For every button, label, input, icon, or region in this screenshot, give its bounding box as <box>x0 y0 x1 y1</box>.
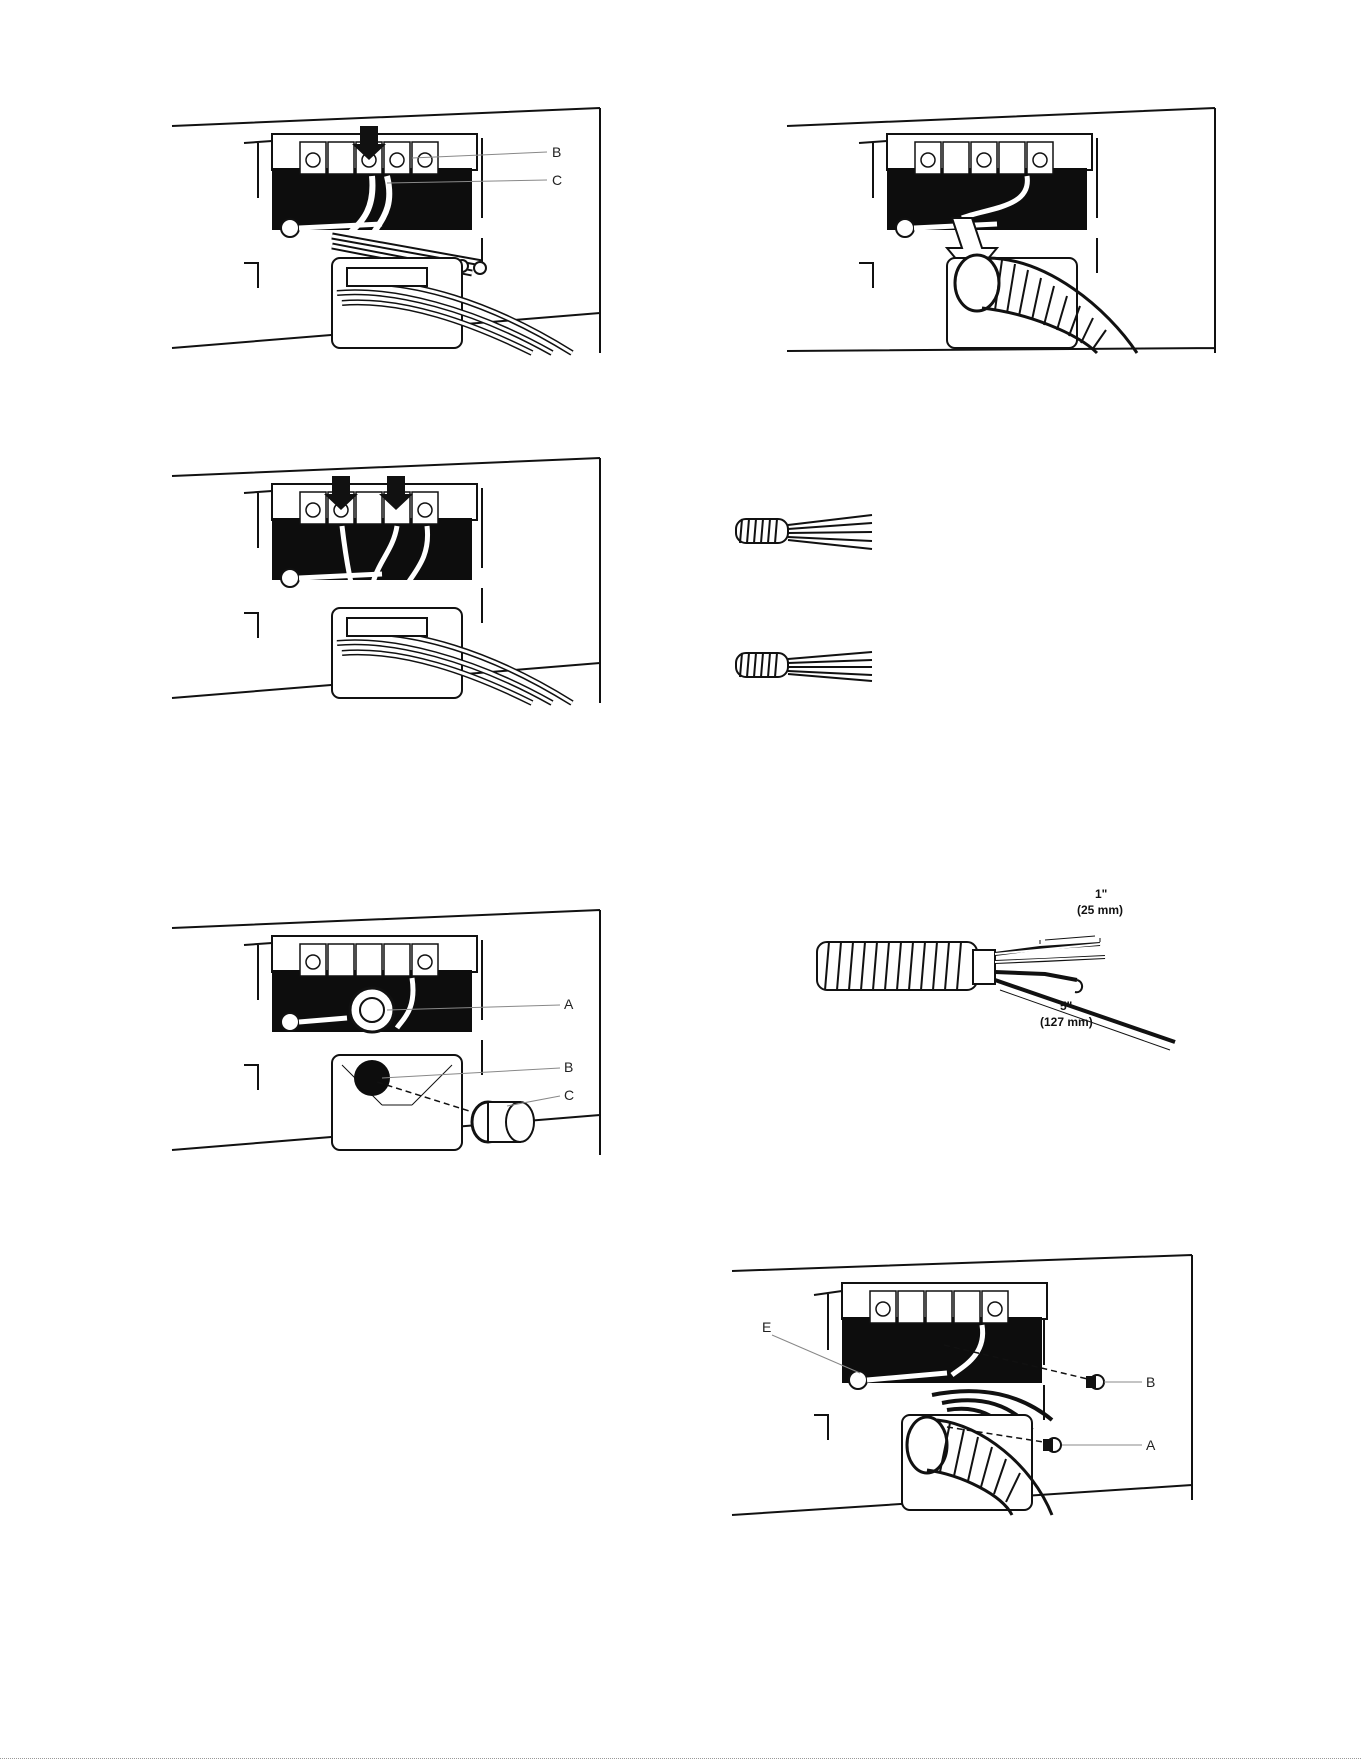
ground-screw-a <box>1043 1438 1061 1452</box>
fig6-label-b: B <box>1146 1374 1155 1390</box>
figure-terminal-block-wire-down: B C <box>172 108 602 353</box>
figure-strain-relief-parts: A B C <box>172 910 602 1155</box>
dim-short-mm: (25 mm) <box>1077 903 1123 917</box>
fig3-label-a: A <box>564 996 574 1012</box>
page-bottom-rule <box>0 1758 1361 1759</box>
fig1-label-c: C <box>552 172 562 188</box>
figure-conduit-wire-removal <box>787 108 1217 353</box>
fig3-label-b: B <box>564 1059 573 1075</box>
fig6-label-a: A <box>1146 1437 1156 1453</box>
wire-bundle-2 <box>736 652 872 681</box>
fig1-label-b: B <box>552 144 561 160</box>
dim-long-inch: 5" <box>1060 999 1072 1013</box>
fig6-label-e: E <box>762 1319 771 1335</box>
wire-bundle-1 <box>736 515 872 549</box>
dim-short-inch: 1" <box>1095 887 1107 901</box>
figure-conduit-strip-dimensions: 1" (25 mm) 5" (127 mm) <box>815 882 1205 1057</box>
figure-stripped-wire-ends <box>732 505 892 685</box>
figure-conduit-ground-screws: E B A <box>732 1255 1192 1515</box>
ground-screw-b <box>1086 1375 1104 1389</box>
figure-terminal-block-two-wires <box>172 458 602 703</box>
dim-long-mm: (127 mm) <box>1040 1015 1093 1029</box>
fig3-label-c: C <box>564 1087 574 1103</box>
